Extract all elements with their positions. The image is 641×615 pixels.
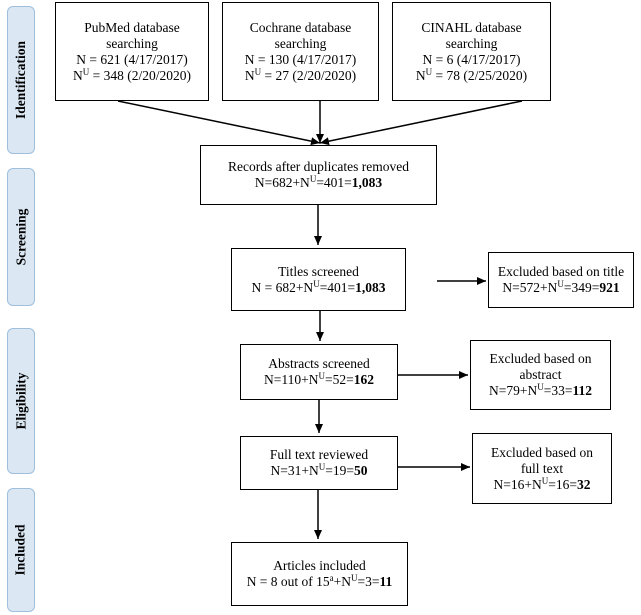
box-count: N=110+NU=52=162 xyxy=(264,371,374,388)
source-update-count: NU = 27 (2/20/2020) xyxy=(244,66,357,83)
box-count: N=31+NU=19=50 xyxy=(270,462,368,479)
duplicates-removed-box: Records after duplicates removed N=682+N… xyxy=(200,145,437,205)
box-title-cont: abstract xyxy=(519,367,562,382)
stage-screening: Screening xyxy=(7,168,35,306)
box-title: Excluded based on xyxy=(489,351,592,366)
box-title: Records after duplicates removed xyxy=(227,159,410,174)
arrow-pubmed-to-merge xyxy=(117,100,321,146)
box-count: N = 8 out of 15a+NU=3=11 xyxy=(246,573,393,590)
fulltext-reviewed-box: Full text reviewed N=31+NU=19=50 xyxy=(240,436,398,490)
source-update-count: NU = 78 (2/25/2020) xyxy=(415,66,528,83)
box-title: Excluded based on title xyxy=(497,264,625,279)
box-title: Titles screened xyxy=(278,263,359,279)
box-count: N=16+NU=16=32 xyxy=(493,475,591,492)
stage-eligibility-label: Eligibility xyxy=(13,372,29,430)
stage-eligibility: Eligibility xyxy=(7,328,35,474)
source-name-cont: searching xyxy=(445,35,498,51)
source-box-cochrane: Cochrane database searching N = 130 (4/1… xyxy=(222,2,379,101)
source-count: N = 130 (4/17/2017) xyxy=(244,51,357,67)
excluded-title-box: Excluded based on title N=572+NU=349=921 xyxy=(488,252,634,308)
stage-included-label: Included xyxy=(13,524,28,576)
source-name-cont: searching xyxy=(106,35,158,51)
titles-screened-box: Titles screened N = 682+NU=401=1,083 xyxy=(231,248,406,311)
box-count: N=682+NU=401=1,083 xyxy=(254,174,383,191)
box-count: N=572+NU=349=921 xyxy=(502,279,620,296)
box-title-cont: full text xyxy=(520,460,564,476)
excluded-fulltext-box: Excluded based on full text N=16+NU=16=3… xyxy=(472,433,612,504)
stage-identification-label: Identification xyxy=(13,40,29,120)
box-title: Articles included xyxy=(273,558,366,573)
stage-identification: Identification xyxy=(7,6,35,154)
abstracts-screened-box: Abstracts screened N=110+NU=52=162 xyxy=(240,344,398,400)
box-count: N = 682+NU=401=1,083 xyxy=(251,278,386,295)
box-count: N=79+NU=33=112 xyxy=(489,382,592,399)
source-name-cont: searching xyxy=(274,35,327,51)
source-name: Cochrane database xyxy=(249,19,352,35)
source-box-cinahl: CINAHL database searching N = 6 (4/17/20… xyxy=(392,2,551,101)
source-name: CINAHL database xyxy=(421,19,522,35)
box-title: Abstracts screened xyxy=(268,356,370,371)
arrow-cinahl-to-merge xyxy=(319,100,523,146)
source-name: PubMed database xyxy=(84,19,180,35)
stage-included: Included xyxy=(7,488,35,612)
source-count: N = 6 (4/17/2017) xyxy=(422,51,521,67)
articles-included-box: Articles included N = 8 out of 15a+NU=3=… xyxy=(231,542,408,606)
stage-screening-label: Screening xyxy=(13,208,28,266)
source-box-pubmed: PubMed database searching N = 621 (4/17/… xyxy=(55,2,209,101)
source-update-count: NU = 348 (2/20/2020) xyxy=(73,66,191,83)
excluded-abstract-box: Excluded based on abstract N=79+NU=33=11… xyxy=(470,340,611,410)
source-count: N = 621 (4/17/2017) xyxy=(76,51,188,67)
box-title: Excluded based on xyxy=(491,444,593,460)
box-title: Full text reviewed xyxy=(269,447,369,462)
